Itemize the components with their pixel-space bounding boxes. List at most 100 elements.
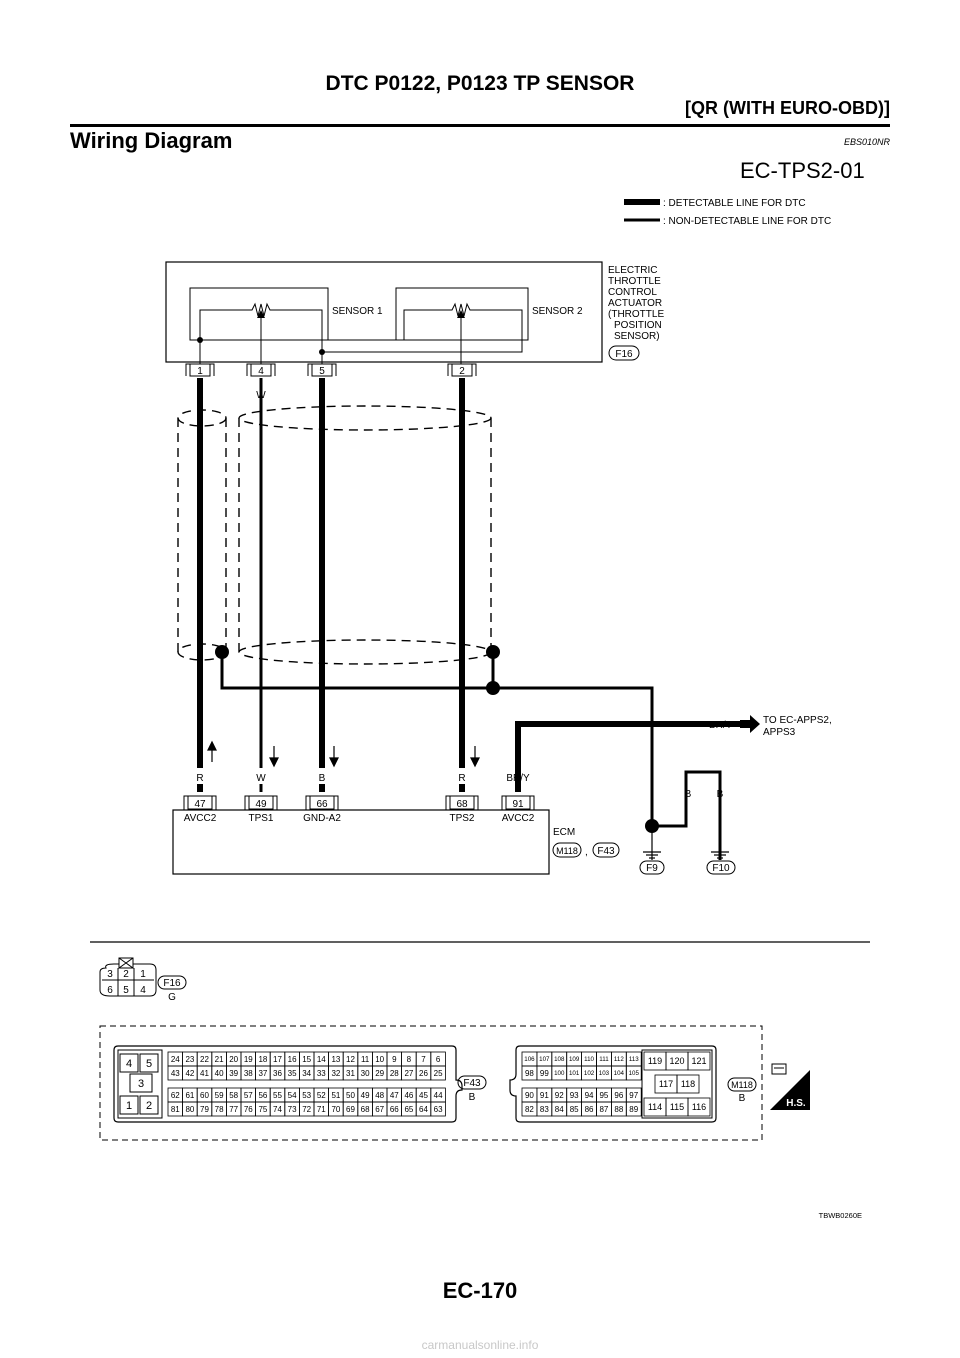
svg-text:4: 4	[258, 366, 264, 377]
pin-number: 92	[555, 1091, 564, 1100]
pin-cell	[625, 1101, 642, 1117]
pin-number: 96	[614, 1091, 623, 1100]
pin-number: 60	[200, 1091, 209, 1100]
figure-code: TBWB0260E	[819, 1211, 862, 1220]
pin-number: 18	[258, 1055, 267, 1064]
header-rule	[70, 124, 890, 127]
pin-number: 40	[215, 1069, 224, 1078]
svg-text:B: B	[319, 773, 326, 784]
actuator-wire-colors: R W B R	[196, 390, 465, 401]
pin-number: 78	[215, 1105, 224, 1114]
pin-number: 91	[540, 1091, 549, 1100]
pin-number: 6	[436, 1055, 441, 1064]
pin-number: 68	[361, 1105, 370, 1114]
pin-number: 25	[434, 1069, 443, 1078]
svg-text:91: 91	[512, 799, 524, 810]
connector-f16-face-label: F16	[163, 978, 181, 989]
connector-f16-face-tag	[157, 975, 187, 990]
actuator-label: ELECTRIC THROTTLE CONTROL ACTUATOR (THRO…	[608, 265, 664, 342]
pin-number: 47	[390, 1091, 399, 1100]
connector-f43-face: 4 5 3 1 2	[113, 1045, 463, 1123]
pin-number: 87	[599, 1105, 608, 1114]
pin-number: 27	[404, 1069, 413, 1078]
pin-number: 107	[539, 1056, 550, 1063]
pin-number: 41	[200, 1069, 209, 1078]
pin-number: 37	[258, 1069, 267, 1078]
pin-number: 97	[629, 1091, 638, 1100]
pin-number: 119	[648, 1056, 662, 1066]
branch-destination-1: TO EC-APPS2,	[763, 715, 832, 726]
pin-number: 94	[585, 1091, 594, 1100]
page-subtitle: [QR (WITH EURO-OBD)]	[685, 98, 890, 118]
connector-m118-color: B	[739, 1093, 746, 1104]
ground-wire-color-1: B	[685, 789, 692, 800]
svg-text:CONTROL: CONTROL	[608, 287, 657, 298]
svg-text:2: 2	[459, 366, 465, 377]
pin-number: 52	[317, 1091, 326, 1100]
pin-number: 45	[419, 1091, 428, 1100]
svg-text:1: 1	[126, 1100, 132, 1112]
pin-number: 24	[171, 1055, 180, 1064]
svg-text:68: 68	[456, 799, 468, 810]
ground-icon	[643, 851, 729, 859]
svg-text:5: 5	[123, 985, 129, 996]
pin-number: 46	[404, 1091, 413, 1100]
svg-text:H.S.: H.S.	[786, 1098, 806, 1109]
connector-f43-face-label: F43	[463, 1078, 481, 1089]
pin-number: 88	[614, 1105, 623, 1114]
svg-text:GND-A2: GND-A2	[303, 813, 341, 824]
pin-number: 57	[244, 1091, 253, 1100]
connector-separator: ,	[585, 847, 588, 858]
pin-number: 54	[288, 1091, 297, 1100]
sensor1-label: SENSOR 1	[332, 306, 383, 317]
pin-number: 17	[273, 1055, 282, 1064]
svg-text:AVCC2: AVCC2	[502, 813, 535, 824]
pin-number: 114	[648, 1102, 662, 1112]
pin-number: 109	[569, 1056, 580, 1063]
pin-number: 99	[540, 1069, 549, 1078]
hs-badge-icon: H.S.	[770, 1063, 810, 1110]
pin-number: 81	[171, 1105, 180, 1114]
pin-number: 75	[258, 1105, 267, 1114]
pin-number: 15	[302, 1055, 311, 1064]
pin-number: 20	[229, 1055, 238, 1064]
pin-number: 59	[215, 1091, 224, 1100]
pin-number: 31	[346, 1069, 355, 1078]
wires	[197, 378, 740, 822]
svg-text:W: W	[256, 773, 266, 784]
pin-number: 85	[570, 1105, 579, 1114]
connector-f43-tag	[592, 842, 620, 858]
pin-number: 65	[404, 1105, 413, 1114]
pin-number: 23	[185, 1055, 194, 1064]
pin-number: 70	[331, 1105, 340, 1114]
ecm-label: ECM	[553, 827, 575, 838]
connector-m118-label: M118	[556, 846, 578, 856]
pin-number: 22	[200, 1055, 209, 1064]
page-title: DTC P0122, P0123 TP SENSOR	[325, 72, 635, 95]
svg-text:1: 1	[197, 366, 203, 377]
pin-number: 66	[390, 1105, 399, 1114]
pin-cell	[430, 1065, 446, 1081]
pin-number: 71	[317, 1105, 326, 1114]
pin-number: 50	[346, 1091, 355, 1100]
pin-number: 63	[434, 1105, 443, 1114]
pin-number: 115	[670, 1102, 684, 1112]
pin-number: 80	[185, 1105, 194, 1114]
pin-number: 111	[599, 1056, 609, 1063]
connector-f43-face-tag	[457, 1075, 487, 1090]
pin-number: 76	[244, 1105, 253, 1114]
legend-non-detectable: : NON-DETECTABLE LINE FOR DTC	[663, 216, 831, 227]
section-title: Wiring Diagram	[70, 128, 233, 153]
svg-text:4: 4	[140, 985, 146, 996]
pin-number: 86	[585, 1105, 594, 1114]
pin-number: 104	[614, 1070, 625, 1077]
pin-number: 34	[302, 1069, 311, 1078]
pin-number: 101	[569, 1070, 580, 1077]
pin-number: 58	[229, 1091, 238, 1100]
pin-number: 112	[614, 1056, 624, 1063]
pin-number: 16	[288, 1055, 297, 1064]
pin-number: 100	[554, 1070, 565, 1077]
pin-number: 14	[317, 1055, 326, 1064]
branch-arrow-icon	[740, 715, 760, 733]
